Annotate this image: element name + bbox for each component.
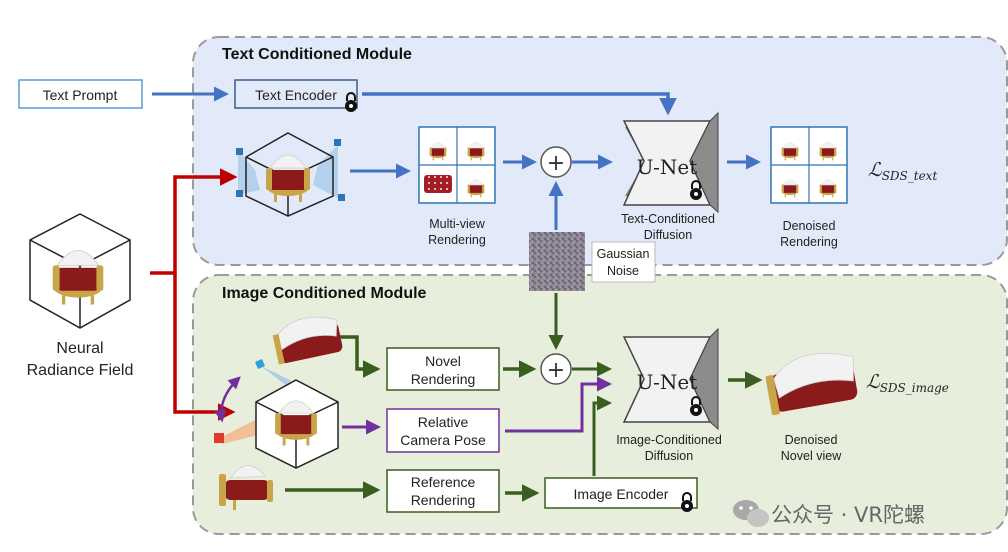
image-encoder-box xyxy=(544,477,698,509)
image-plus-node xyxy=(540,353,572,385)
text-plus-symbol: + xyxy=(547,151,565,176)
loss-sds-image: ℒSDS_image xyxy=(866,371,949,395)
denoised-novel-label-line2: Novel view xyxy=(781,449,842,463)
text-encoder-lock-icon xyxy=(345,92,357,112)
multiview-rendering-grid xyxy=(418,126,496,204)
novel-chair-to-novel-box-arrow xyxy=(340,335,381,378)
text-module-title: Text Conditioned Module xyxy=(222,46,412,63)
denoised-rendering-label-line2: Rendering xyxy=(780,235,838,249)
text-unet-lock-icon xyxy=(690,180,702,200)
image-unet-block xyxy=(622,327,719,431)
image-encoder-label: Image Encoder xyxy=(574,486,669,502)
text-diffusion-label-line2: Diffusion xyxy=(644,228,692,242)
novel-rendering-box xyxy=(386,347,500,391)
relative-camera-pose-label-line1: Relative xyxy=(418,414,469,430)
gaussian-noise-label-line2: Noise xyxy=(607,264,639,278)
image-plus-symbol: + xyxy=(547,358,565,383)
denoised-rendering-label-line1: Denoised xyxy=(783,219,836,233)
text-plus-node xyxy=(540,146,572,178)
nerf-label-line2: Radiance Field xyxy=(27,362,134,379)
image-encoder-to-unet-arrow xyxy=(592,395,612,476)
novel-rendering-label-line2: Rendering xyxy=(411,371,476,387)
text-encoder-box xyxy=(234,79,358,109)
wechat-icon xyxy=(733,500,769,527)
relative-camera-pose-label-line2: Camera Pose xyxy=(400,432,486,448)
text-prompt-box xyxy=(18,79,143,109)
nerf-to-image-module-arrow xyxy=(173,273,236,421)
novel-chair-image xyxy=(272,316,343,365)
nerf-cube-icon xyxy=(29,213,131,329)
nerf-label-line1: Neural xyxy=(56,340,103,357)
reference-chair-image xyxy=(219,465,273,510)
reference-rendering-label-line2: Rendering xyxy=(411,492,476,508)
gaussian-noise-image xyxy=(529,232,585,291)
text-unet-block xyxy=(622,111,719,214)
multiview-label-line2: Rendering xyxy=(428,233,486,247)
image-unet-label: U-Net xyxy=(637,370,698,394)
image-cube-render-icon xyxy=(214,359,339,469)
denoised-novel-view-image xyxy=(765,353,858,416)
text-unet-label: U-Net xyxy=(637,155,698,179)
reference-rendering-box xyxy=(386,469,500,513)
encoder-to-unet-arrow xyxy=(362,92,677,116)
image-encoder-lock-icon xyxy=(681,492,693,512)
nerf-to-text-module-arrow xyxy=(150,168,238,275)
text-module-panel xyxy=(192,36,1008,266)
reference-rendering-label-line1: Reference xyxy=(411,474,476,490)
pose-to-image-unet-arrow xyxy=(505,376,612,433)
denoised-rendering-grid xyxy=(770,126,848,204)
text-encoder-label: Text Encoder xyxy=(255,87,337,103)
gaussian-noise-label-box xyxy=(591,241,656,283)
novel-rendering-label-line1: Novel xyxy=(425,353,461,369)
camera-rotation-arrow xyxy=(214,376,241,423)
watermark-text: 公众号 · VR陀螺 xyxy=(771,503,925,527)
text-diffusion-label-line1: Text-Conditioned xyxy=(621,212,715,226)
image-unet-lock-icon xyxy=(690,396,702,416)
text-cube-render-icon xyxy=(236,132,345,217)
gaussian-noise-label-line1: Gaussian xyxy=(597,247,650,261)
image-diffusion-label-line2: Diffusion xyxy=(645,449,693,463)
denoised-novel-label-line1: Denoised xyxy=(785,433,838,447)
image-module-title: Image Conditioned Module xyxy=(222,285,427,302)
image-diffusion-label-line1: Image-Conditioned xyxy=(616,433,722,447)
relative-camera-pose-box xyxy=(386,408,500,453)
multiview-label-line1: Multi-view xyxy=(429,217,486,231)
text-prompt-label: Text Prompt xyxy=(43,87,118,103)
loss-sds-text: ℒSDS_text xyxy=(868,159,937,183)
